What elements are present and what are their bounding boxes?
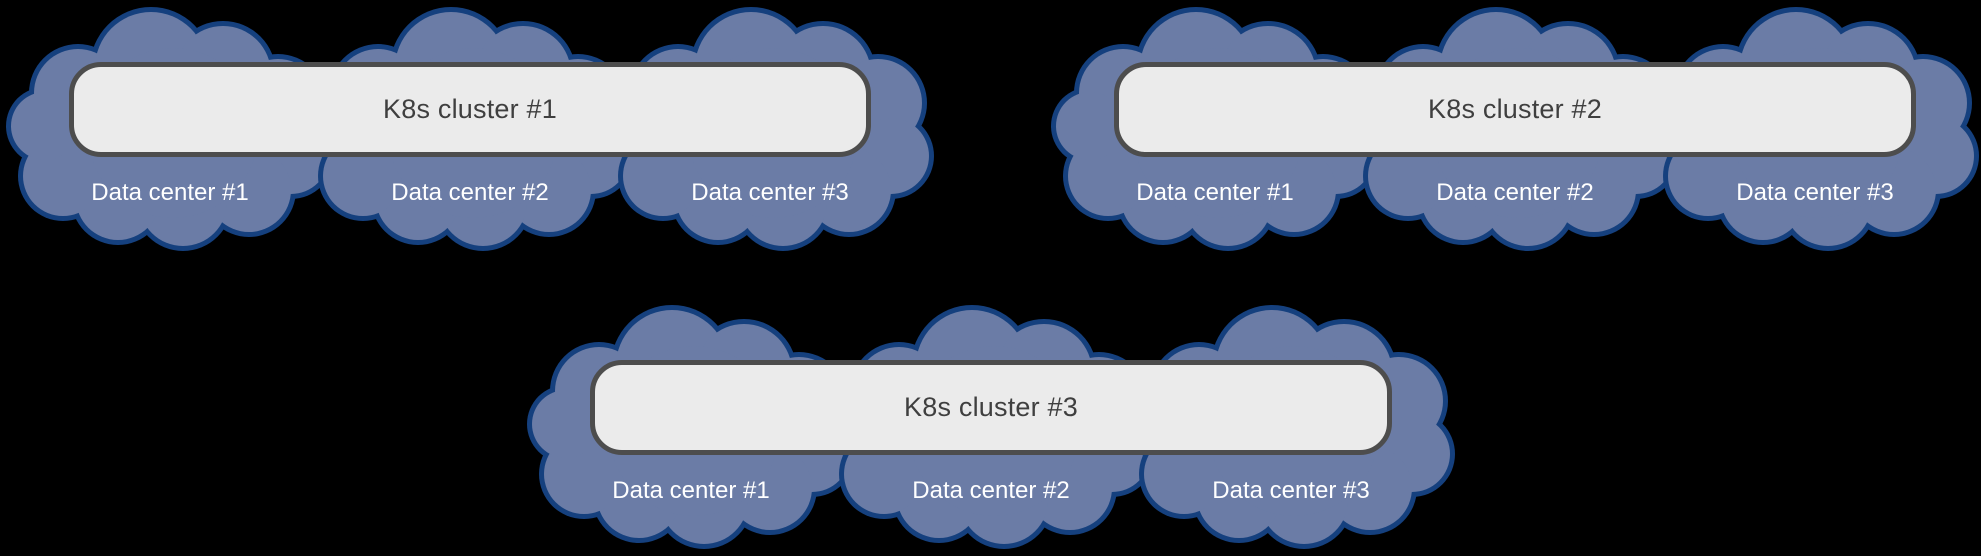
datacenter-label: Data center #1 [1136, 179, 1294, 206]
k8s-cluster-group-2: K8s cluster #2 Data center #1 Data cente… [1045, 0, 1981, 258]
datacenter-label: Data center #1 [91, 179, 249, 206]
datacenter-label: Data center #3 [1736, 179, 1894, 206]
k8s-cluster-node-1[interactable]: K8s cluster #1 [69, 62, 871, 157]
datacenter-label: Data center #3 [691, 179, 849, 206]
datacenter-label: Data center #3 [1212, 477, 1370, 504]
k8s-cluster-group-1: K8s cluster #1 Data center #1 Data cente… [0, 0, 940, 258]
datacenter-label: Data center #2 [1436, 179, 1594, 206]
cluster-label: K8s cluster #2 [1428, 94, 1602, 124]
cluster-label: K8s cluster #1 [383, 94, 557, 124]
cluster-label: K8s cluster #3 [904, 392, 1078, 422]
datacenter-label: Data center #2 [912, 477, 1070, 504]
k8s-cluster-node-2[interactable]: K8s cluster #2 [1114, 62, 1916, 157]
datacenter-label: Data center #1 [612, 477, 770, 504]
datacenter-label: Data center #2 [391, 179, 549, 206]
k8s-cluster-node-3[interactable]: K8s cluster #3 [590, 360, 1392, 455]
k8s-cluster-group-3: K8s cluster #3 Data center #1 Data cente… [521, 298, 1461, 556]
